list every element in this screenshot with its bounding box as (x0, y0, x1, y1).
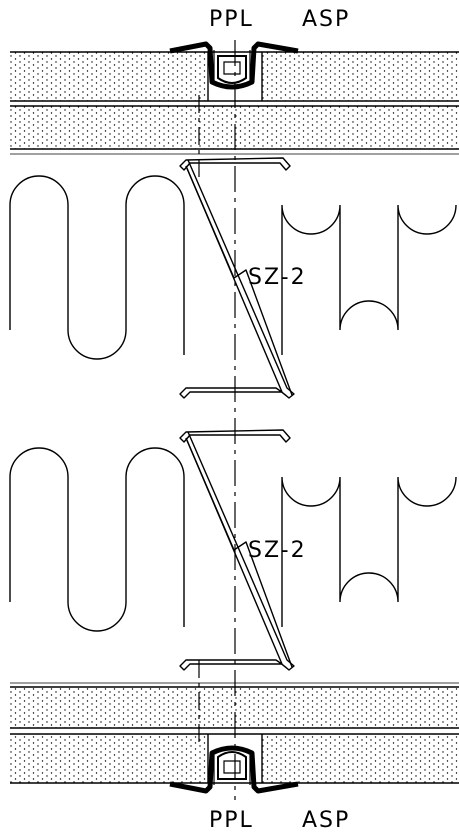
top-outer-layer-right (262, 52, 459, 101)
lower-corrugated-right (281, 476, 457, 627)
top-cap-flashing (169, 41, 299, 90)
label-top-ppl: PPL (209, 7, 254, 32)
upper-z-profile (179, 157, 295, 399)
lower-z-profile (179, 429, 295, 671)
upper-corrugated-left (9, 175, 185, 360)
corrugated-sheets (9, 175, 457, 632)
bottom-joint-profile (217, 751, 247, 780)
bottom-outer-layer-right (262, 734, 459, 783)
top-joint-profile (217, 55, 247, 84)
upper-corrugated-right (281, 204, 457, 355)
top-outer-layer-left (10, 52, 208, 101)
label-profile-lower: SZ-2 (248, 538, 307, 563)
label-bottom-asp: ASP (302, 808, 351, 833)
centerlines (198, 40, 236, 800)
label-profile-upper: SZ-2 (248, 265, 307, 290)
bottom-outer-layer-left (10, 734, 208, 783)
lower-corrugated-left (9, 447, 185, 632)
label-bottom-ppl: PPL (209, 808, 254, 833)
label-top-asp: ASP (302, 7, 351, 32)
z-profiles (179, 157, 295, 671)
bottom-cap-flashing (169, 745, 299, 794)
